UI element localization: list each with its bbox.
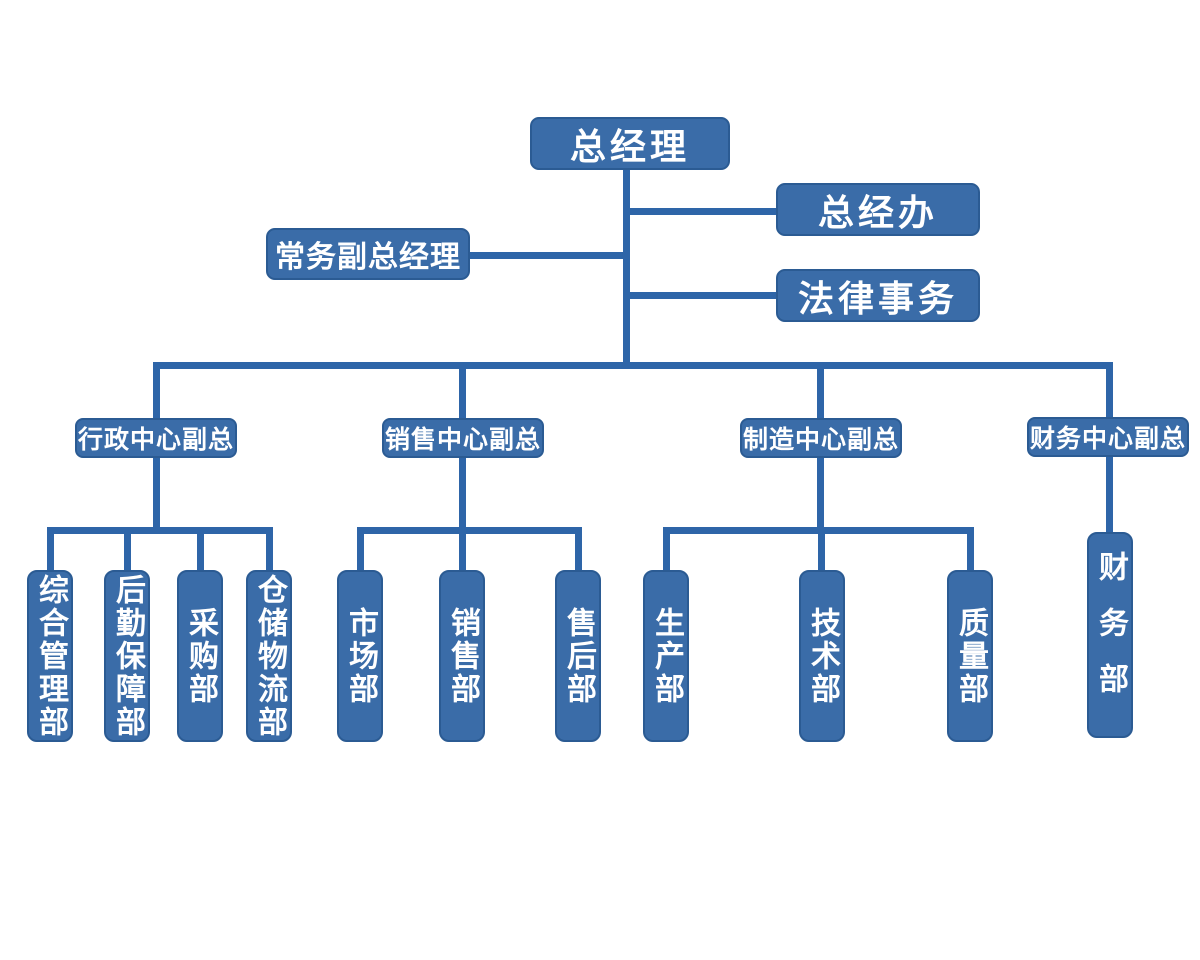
node-dept-finance: 财务部 [1087,532,1133,738]
node-legal-affairs: 法律事务 [776,269,980,322]
node-executive-deputy-gm: 常务副总经理 [266,228,470,280]
connector-admin-stem [153,458,160,534]
node-dept-procurement: 采购部 [177,570,223,742]
node-dept-logistics-support: 后勤保障部 [104,570,150,742]
node-executive-deputy-gm-label: 常务副总经理 [275,241,461,274]
node-division-admin: 行政中心副总 [75,418,237,458]
node-dept-sales: 销售部 [439,570,485,742]
connector-sales-rail [357,527,582,534]
node-dept-warehouse-logistics-label: 仓储物流部 [253,573,286,739]
connector-gm-office [626,208,776,215]
node-dept-general-management: 综合管理部 [27,570,73,742]
connector-main-rail [153,362,1113,369]
connector-sales-drop-2 [459,530,466,572]
connector-legal [626,292,776,299]
connector-executive-deputy [470,252,626,259]
node-general-manager: 总经理 [530,117,730,170]
connector-drop-division-sales [459,366,466,418]
node-dept-after-sales: 售后部 [555,570,601,742]
node-general-manager-label: 总经理 [569,125,690,167]
connector-sales-drop-1 [357,530,364,572]
connector-manufacturing-drop-1 [663,530,670,572]
connector-sales-drop-3 [575,530,582,572]
node-dept-sales-label: 销售部 [446,606,479,706]
connector-manufacturing-stem [817,458,824,534]
node-dept-technology: 技术部 [799,570,845,742]
node-gm-office-label: 总经办 [817,191,938,233]
node-division-sales: 销售中心副总 [382,418,544,458]
connector-drop-division-manufacturing [817,366,824,418]
node-division-manufacturing: 制造中心副总 [740,418,902,458]
node-dept-marketing: 市场部 [337,570,383,742]
node-dept-warehouse-logistics: 仓储物流部 [246,570,292,742]
node-dept-finance-label: 财务部 [1094,551,1127,719]
node-dept-production-label: 生产部 [650,606,683,706]
node-legal-affairs-label: 法律事务 [797,277,958,319]
connector-root-trunk [623,167,630,369]
node-dept-technology-label: 技术部 [806,606,839,706]
connector-admin-drop-1 [47,530,54,572]
node-gm-office: 总经办 [776,183,980,236]
node-division-admin-label: 行政中心副总 [77,426,234,454]
connector-admin-rail [47,527,273,534]
connector-drop-division-finance [1106,366,1113,418]
connector-admin-drop-4 [266,530,273,572]
node-division-finance-label: 财务中心副总 [1029,425,1186,453]
node-dept-quality-label: 质量部 [954,606,987,706]
node-dept-quality: 质量部 [947,570,993,742]
node-dept-after-sales-label: 售后部 [562,606,595,706]
node-dept-logistics-support-label: 后勤保障部 [111,573,144,739]
node-division-sales-label: 销售中心副总 [384,426,541,454]
connector-admin-drop-2 [124,530,131,572]
node-dept-marketing-label: 市场部 [344,606,377,706]
node-division-manufacturing-label: 制造中心副总 [742,426,899,454]
connector-manufacturing-drop-3 [967,530,974,572]
node-dept-procurement-label: 采购部 [184,606,217,706]
connector-manufacturing-drop-2 [818,530,825,572]
node-dept-general-management-label: 综合管理部 [34,573,67,739]
node-division-finance: 财务中心副总 [1027,417,1189,457]
connector-finance-stem [1106,457,1113,533]
connector-sales-stem [459,458,466,534]
node-dept-production: 生产部 [643,570,689,742]
connector-admin-drop-3 [197,530,204,572]
connector-drop-division-admin [153,366,160,418]
